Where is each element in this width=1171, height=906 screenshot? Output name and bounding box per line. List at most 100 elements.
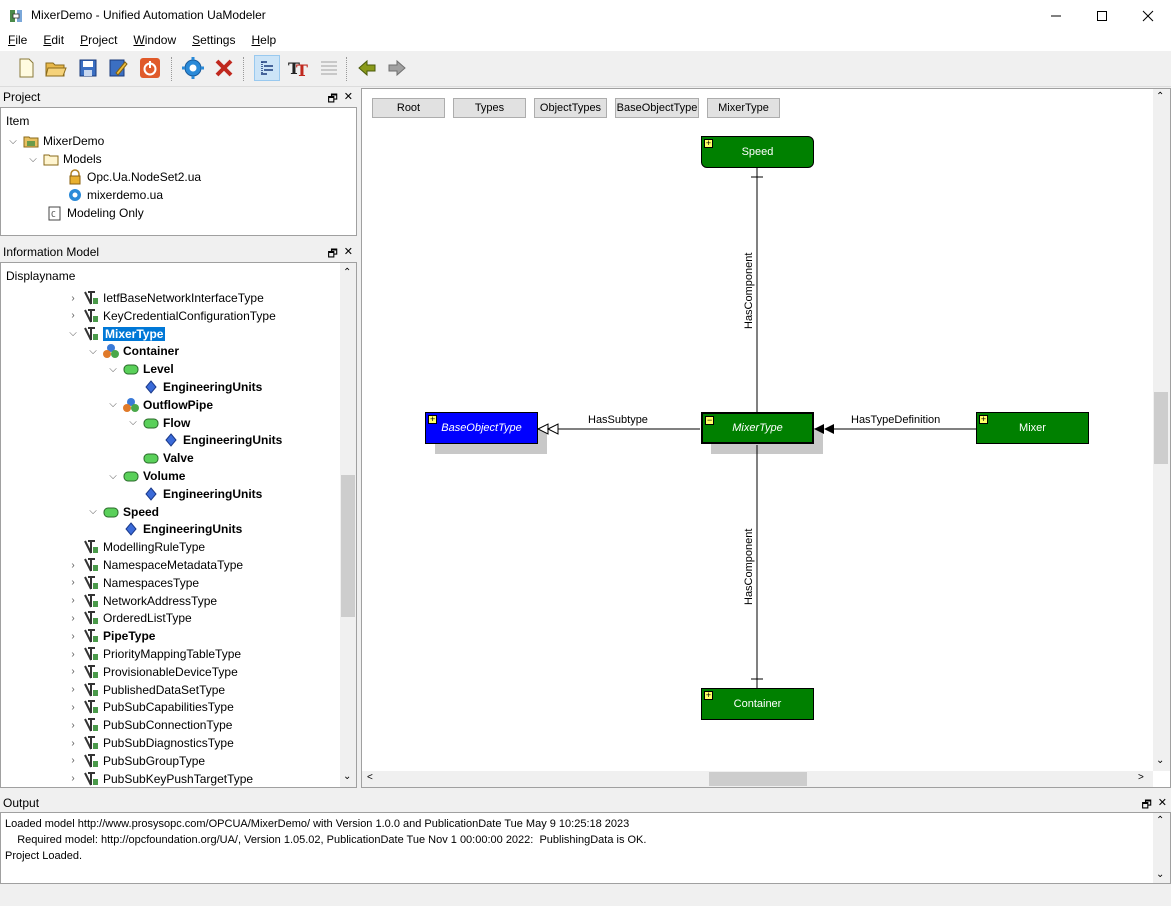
expand-icon[interactable]: + xyxy=(704,690,713,700)
maximize-button[interactable] xyxy=(1079,0,1125,31)
expand-icon[interactable]: + xyxy=(428,414,437,424)
chevron-down-icon[interactable]: ⌄ xyxy=(343,771,352,782)
project-item-mixerdemo-ua[interactable]: mixerdemo.ua xyxy=(51,186,163,204)
chevron-right-icon[interactable]: › xyxy=(71,737,75,749)
diagram-hscrollbar[interactable]: < > xyxy=(362,771,1153,787)
info-tree-item[interactable]: ›PubSubConnectionType xyxy=(67,716,232,734)
breadcrumb-types[interactable]: Types xyxy=(453,98,526,118)
info-tree-item[interactable]: ⌵OutflowPipe xyxy=(107,396,213,414)
chevron-down-icon[interactable]: ⌄ xyxy=(1156,755,1165,766)
info-tree-item[interactable]: ⌵Container xyxy=(87,342,179,360)
info-tree-item[interactable]: ›IetfBaseNetworkInterfaceType xyxy=(67,289,264,307)
chevron-right-icon[interactable]: › xyxy=(71,612,75,624)
chevron-up-icon[interactable]: ⌃ xyxy=(1156,91,1165,102)
chevron-down-icon[interactable]: ⌵ xyxy=(29,153,37,165)
scrollbar-thumb[interactable] xyxy=(1154,392,1168,464)
back-button[interactable] xyxy=(354,55,380,81)
chevron-right-icon[interactable]: › xyxy=(71,701,75,713)
info-tree-item[interactable]: ›ProvisionableDeviceType xyxy=(67,663,238,681)
scrollbar-thumb[interactable] xyxy=(341,475,355,617)
menu-edit[interactable]: Edit xyxy=(43,33,65,47)
close-icon[interactable]: ✕ xyxy=(343,91,353,103)
info-tree-item[interactable]: ⌵MixerType xyxy=(67,325,166,343)
diagram-canvas[interactable]: Root Types ObjectTypes BaseObjectType Mi… xyxy=(361,88,1171,788)
node-mixertype[interactable]: − MixerType xyxy=(701,412,814,444)
info-tree-item[interactable]: ›PipeType xyxy=(67,627,155,645)
chevron-right-icon[interactable]: › xyxy=(71,310,75,322)
breadcrumb-objecttypes[interactable]: ObjectTypes xyxy=(534,98,607,118)
project-item-nodeset[interactable]: Opc.Ua.NodeSet2.ua xyxy=(51,168,201,186)
chevron-right-icon[interactable]: › xyxy=(71,755,75,767)
chevron-right-icon[interactable]: › xyxy=(71,719,75,731)
info-tree-item[interactable]: ⌵Flow xyxy=(127,414,190,432)
chevron-down-icon[interactable]: ⌵ xyxy=(109,399,117,411)
delete-button[interactable] xyxy=(211,55,237,81)
info-tree-item[interactable]: EngineeringUnits xyxy=(127,485,262,503)
menu-window[interactable]: Window xyxy=(133,33,177,47)
info-tree-item[interactable]: EngineeringUnits xyxy=(127,378,262,396)
chevron-up-icon[interactable]: ⌃ xyxy=(1156,815,1165,826)
float-icon[interactable]: 🗗 xyxy=(327,248,338,260)
node-speed[interactable]: + Speed xyxy=(701,136,814,168)
chevron-right-icon[interactable]: › xyxy=(71,577,75,589)
info-tree-item[interactable]: ⌵Volume xyxy=(107,467,185,485)
chevron-right-icon[interactable]: › xyxy=(71,292,75,304)
menu-help[interactable]: Help xyxy=(251,33,277,47)
info-tree-item[interactable]: ⌵Speed xyxy=(87,503,159,521)
info-tree-scrollbar[interactable]: ⌃ ⌄ xyxy=(340,263,356,787)
chevron-right-icon[interactable]: › xyxy=(71,666,75,678)
forward-button[interactable] xyxy=(384,55,410,81)
info-tree-item[interactable]: EngineeringUnits xyxy=(147,431,282,449)
chevron-right-icon[interactable]: > xyxy=(1138,772,1144,783)
info-tree-item[interactable]: EngineeringUnits xyxy=(107,520,242,538)
chevron-down-icon[interactable]: ⌵ xyxy=(129,417,137,429)
info-tree-item[interactable]: ›PubSubCapabilitiesType xyxy=(67,698,234,716)
info-tree-item[interactable]: ›OrderedListType xyxy=(67,609,192,627)
chevron-right-icon[interactable]: › xyxy=(71,648,75,660)
info-tree-item[interactable]: ›NamespaceMetadataType xyxy=(67,556,243,574)
menu-file[interactable]: File xyxy=(8,33,28,47)
breadcrumb-root[interactable]: Root xyxy=(372,98,445,118)
chevron-down-icon[interactable]: ⌵ xyxy=(89,345,97,357)
exit-button[interactable] xyxy=(137,55,163,81)
info-tree-item[interactable]: ›NamespacesType xyxy=(67,574,199,592)
info-tree-item[interactable]: ›KeyCredentialConfigurationType xyxy=(67,307,276,325)
chevron-right-icon[interactable]: › xyxy=(71,559,75,571)
info-tree-item[interactable]: ModellingRuleType xyxy=(67,538,205,556)
chevron-right-icon[interactable]: › xyxy=(71,773,75,785)
node-mixer[interactable]: + Mixer xyxy=(976,412,1089,444)
info-tree-item[interactable]: ›PubSubDiagnosticsType xyxy=(67,734,234,752)
new-button[interactable] xyxy=(13,55,39,81)
info-tree-item[interactable]: ›PublishedDataSetType xyxy=(67,681,225,699)
minimize-button[interactable] xyxy=(1033,0,1079,31)
close-button[interactable] xyxy=(1125,0,1171,31)
info-tree-item[interactable]: ›PubSubGroupType xyxy=(67,752,205,770)
chevron-down-icon[interactable]: ⌵ xyxy=(89,506,97,518)
chevron-right-icon[interactable]: › xyxy=(71,684,75,696)
info-tree-item[interactable]: ›NetworkAddressType xyxy=(67,592,217,610)
menu-settings[interactable]: Settings xyxy=(192,33,236,47)
chevron-right-icon[interactable]: › xyxy=(71,595,75,607)
menu-project[interactable]: Project xyxy=(80,33,118,47)
generate-button[interactable] xyxy=(180,55,206,81)
float-icon[interactable]: 🗗 xyxy=(327,93,338,105)
node-container[interactable]: + Container xyxy=(701,688,814,720)
info-tree-item[interactable]: ⌵Level xyxy=(107,360,173,378)
info-tree-item[interactable]: ›PriorityMappingTableType xyxy=(67,645,241,663)
chevron-down-icon[interactable]: ⌵ xyxy=(109,363,117,375)
expand-icon[interactable]: + xyxy=(979,414,988,424)
open-button[interactable] xyxy=(43,55,69,81)
float-icon[interactable]: 🗗 xyxy=(1141,799,1152,811)
close-icon[interactable]: ✕ xyxy=(1157,797,1167,809)
diagram-vscrollbar[interactable]: ⌃ ⌄ xyxy=(1153,89,1170,771)
expand-icon[interactable]: + xyxy=(704,138,713,148)
chevron-down-icon[interactable]: ⌵ xyxy=(69,328,77,340)
chevron-down-icon[interactable]: ⌄ xyxy=(1156,869,1165,880)
project-item-modeling-only[interactable]: C Modeling Only xyxy=(31,204,144,222)
save-button[interactable] xyxy=(75,55,101,81)
tree-view-button[interactable] xyxy=(254,55,280,81)
node-baseobjecttype[interactable]: + BaseObjectType xyxy=(425,412,538,444)
chevron-left-icon[interactable]: < xyxy=(367,772,373,783)
chevron-down-icon[interactable]: ⌵ xyxy=(109,470,117,482)
